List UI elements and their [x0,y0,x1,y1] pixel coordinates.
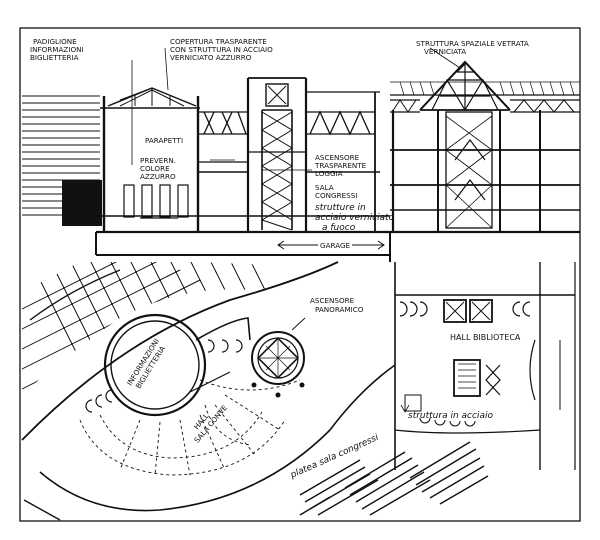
label-strutture-acciaio-2: acciaio verniciato [315,213,395,223]
label-garage: GARAGE [320,241,351,250]
auditorium-seating [299,441,489,516]
panoramic-elevator-plan [251,317,306,398]
left-hatched-wall [22,95,100,216]
label-parapetti-2: PREVERN. [140,156,176,165]
section-labels: PADIGLIONE INFORMAZIONI BIGLIETTERIA COP… [30,37,529,250]
label-padiglione-3: BIGLIETTERIA [30,53,79,62]
label-parapetti-4: AZZURRO [140,172,176,181]
label-platea: platea sala congressi [288,433,380,481]
paving-grid [22,262,330,395]
plaza-arc-outer [21,261,339,441]
label-copertura-2: CON STRUTTURA IN ACCIAIO [170,45,273,54]
label-hall-biblioteca: HALL BIBLIOTECA [450,333,521,342]
pavilion [100,87,200,232]
elevator-tower [246,77,308,232]
truss-bridge [198,111,248,173]
label-padiglione-2: INFORMAZIONI [30,45,84,54]
truss-roof-mid [306,91,380,232]
label-copertura-1: COPERTURA TRASPARENTE [170,37,267,46]
label-ascensore-3: LOGGIA [315,169,343,178]
ground-floor-plan: ASCENSORE PANORAMICO INFORMAZIONI BIGLIE… [21,261,576,521]
label-parapetti-1: PARAPETTI [145,136,183,145]
dark-opening [62,180,102,226]
label-copertura-3: VERNICIATO AZZURRO [170,53,252,62]
label-sala-congressi-1: SALA [315,183,334,192]
label-ascensore-panoramico-1: ASCENSORE [310,296,355,305]
plaza-arc-lower [39,364,396,512]
info-pavilion-plan [85,313,251,417]
label-sala-congressi-2: CONGRESSI [315,191,357,200]
label-strutture-acciaio-3: a fuoco [322,223,356,233]
label-ascensore-panoramico-2: PANORAMICO [315,305,364,314]
label-padiglione-1: PADIGLIONE [33,37,77,46]
library-plan [394,262,576,470]
hall-rings [79,379,301,476]
garage-arrow [277,240,385,250]
frame-border [19,27,581,522]
library-section [390,60,580,232]
section-elevation: PADIGLIONE INFORMAZIONI BIGLIETTERIA COP… [22,37,580,262]
label-ascensore-1: ASCENSORE [315,153,360,162]
label-parapetti-3: COLORE [140,164,170,173]
label-strutture-acciaio-1: strutture in [315,203,366,213]
label-struttura-acciaio: struttura in acciaio [408,411,493,421]
label-struttura-spaziale-1: STRUTTURA SPAZIALE VETRATA [416,39,529,48]
leader-lines [131,47,461,171]
label-ascensore-2: TRASPARENTE [314,161,367,170]
label-struttura-spaziale-2: VERNICIATA [424,47,466,56]
